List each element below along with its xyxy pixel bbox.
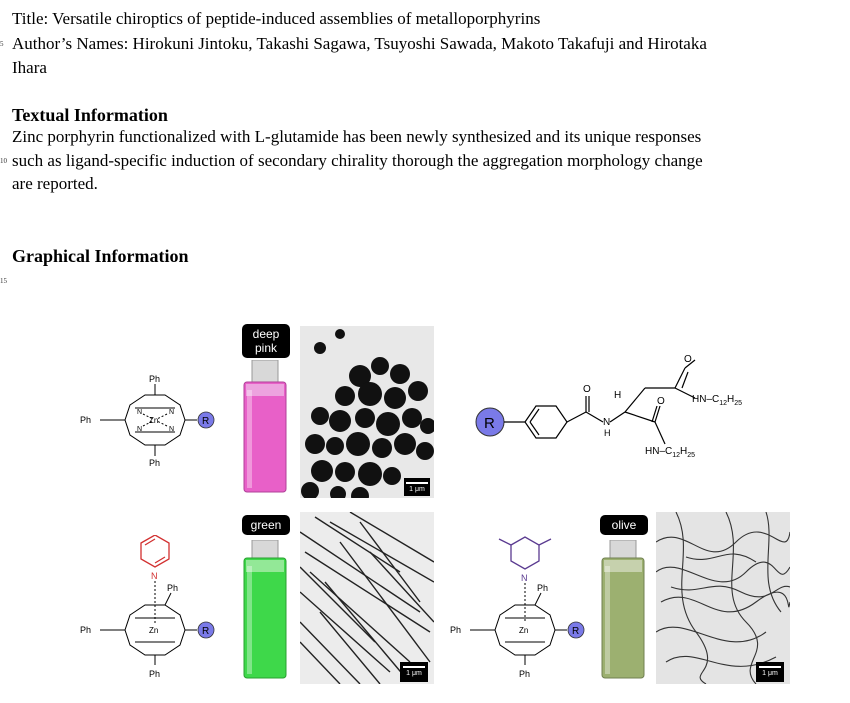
vial-label-deep-pink: deep pink xyxy=(242,324,290,358)
tem-image-coiled-fibers: 1 μm xyxy=(656,512,790,684)
h-label: H xyxy=(614,390,621,401)
r-group-icon xyxy=(197,621,215,639)
vial-deep-pink xyxy=(243,360,287,493)
textual-info-line-2: such as ligand-specific induction of sec… xyxy=(12,151,703,170)
o-label: O xyxy=(657,396,665,407)
graphical-info-heading: Graphical Information xyxy=(12,246,189,266)
o-label: O xyxy=(684,354,692,365)
zinc-porphyrin-structure: Ph Ph Ph Zn N N N N R xyxy=(80,374,215,468)
n-label: N xyxy=(137,426,142,433)
scale-bar-label: 1 μm xyxy=(409,486,425,493)
scale-bar-label: 1 μm xyxy=(762,670,778,677)
tem-image-fibers: 1 μm xyxy=(300,512,434,684)
ph-label: Ph xyxy=(80,415,91,425)
r-group-glutamide-structure: R O N H H O O HN–C12H25 HN–C12H2 xyxy=(475,354,742,459)
tem-image-particles: 1 μm xyxy=(300,326,434,498)
ph-label: Ph xyxy=(167,583,178,593)
ph-label: Ph xyxy=(149,458,160,468)
vial-label-text: deep xyxy=(252,327,280,341)
scale-bar: 1 μm xyxy=(400,662,428,682)
ph-label: Ph xyxy=(149,374,160,384)
n-label: N xyxy=(137,409,142,416)
vial-label-text: olive xyxy=(611,518,637,532)
vial-label-olive: olive xyxy=(600,515,648,535)
textual-info-line-3: are reported. xyxy=(12,174,98,193)
vial-label-green: green xyxy=(242,515,290,535)
ph-label: Ph xyxy=(537,583,548,593)
textual-info-line-1: Zinc porphyrin functionalized with L-glu… xyxy=(12,127,702,146)
lutidine-zinc-porphyrin-structure: N Ph Ph Ph Zn R xyxy=(450,536,585,679)
o-label: O xyxy=(583,384,591,395)
vial-olive xyxy=(601,540,645,679)
pyridine-zinc-porphyrin-structure: N Ph Ph Ph Zn R xyxy=(80,535,215,679)
r-group-icon xyxy=(567,621,585,639)
n-label: N xyxy=(603,417,610,428)
r-label: R xyxy=(572,626,579,637)
graphical-abstract: Ph Ph Ph Zn N N N N R deep pink xyxy=(0,300,850,700)
r-label: R xyxy=(202,626,209,637)
line-number-5: 5 xyxy=(0,40,4,48)
vial-label-text: green xyxy=(250,518,282,532)
n-label: N xyxy=(169,426,174,433)
zn-label: Zn xyxy=(149,416,158,425)
scale-bar: 1 μm xyxy=(404,478,430,496)
h-label: H xyxy=(604,428,611,438)
ph-label: Ph xyxy=(149,669,160,679)
zn-label: Zn xyxy=(519,626,528,635)
r-label: R xyxy=(484,415,495,432)
paper-title: Title: Versatile chiroptics of peptide-i… xyxy=(12,9,541,28)
ph-label: Ph xyxy=(80,625,91,635)
vial-green xyxy=(243,540,287,679)
r-group-icon xyxy=(197,411,215,429)
line-number-10: 10 xyxy=(0,157,7,165)
vial-label-text: pink xyxy=(254,341,277,355)
n-label: N xyxy=(151,571,158,581)
r-label: R xyxy=(202,416,209,427)
scale-bar-label: 1 μm xyxy=(406,670,422,677)
ph-label: Ph xyxy=(450,625,461,635)
line-number-15: 15 xyxy=(0,277,7,285)
zn-label: Zn xyxy=(149,626,158,635)
author-names-continued: Ihara xyxy=(12,58,47,77)
author-names: Author’s Names: Hirokuni Jintoku, Takash… xyxy=(12,34,707,53)
hn-c12h25-label: HN–C12H25 xyxy=(692,394,742,407)
n-label: N xyxy=(169,409,174,416)
hn-c12h25-label: HN–C12H25 xyxy=(645,446,695,459)
n-label: N xyxy=(521,573,528,583)
ph-label: Ph xyxy=(519,669,530,679)
textual-info-heading: Textual Information xyxy=(12,105,168,125)
scale-bar: 1 μm xyxy=(756,662,784,682)
